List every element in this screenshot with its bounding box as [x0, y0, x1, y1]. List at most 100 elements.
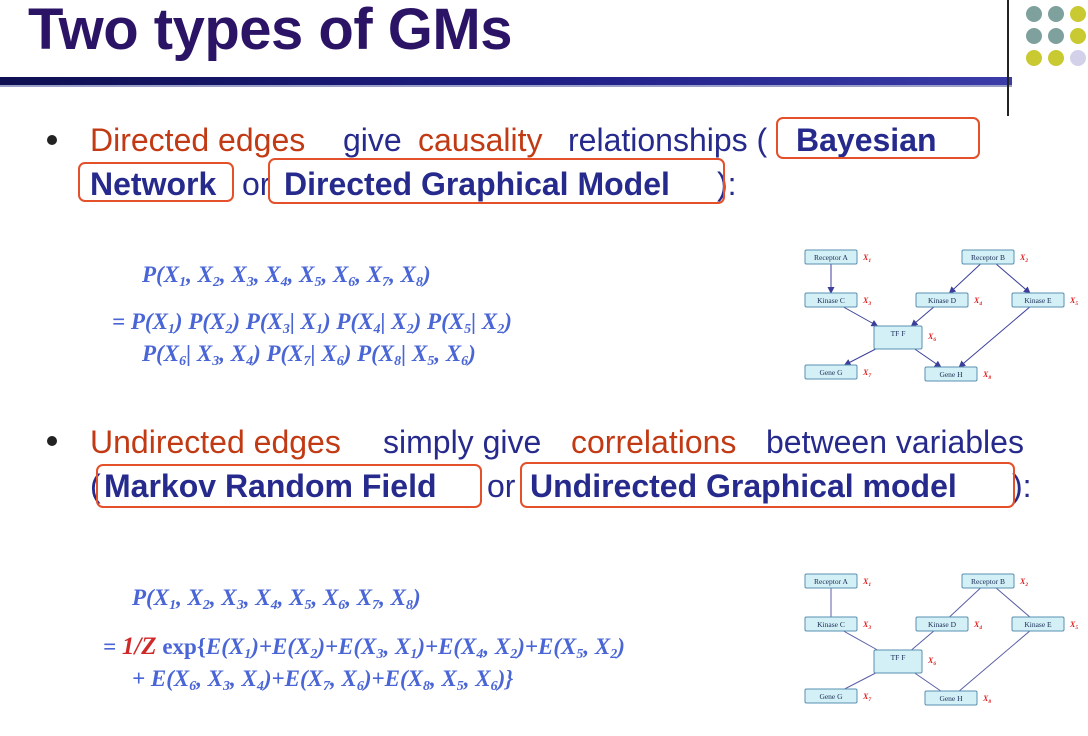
eq2-l3-sub: 8 — [422, 679, 430, 694]
bullet-1-bayesian: Bayesian — [796, 122, 937, 158]
decor-dot — [1026, 50, 1042, 66]
eq1-l3-text: ) P(X — [253, 341, 304, 366]
eq1-l1-sub: 2 — [212, 275, 220, 290]
eq1-l1-text: , X — [219, 262, 247, 287]
eq2-l3-sub: 5 — [456, 679, 464, 694]
eq1-l3-sub: 5 — [427, 354, 435, 369]
bullet-2-markov-random-field: Markov Random Field — [104, 468, 437, 504]
graph-edge — [995, 263, 1031, 294]
bullet-1-directed-graphical-model: Directed Graphical Model — [284, 166, 670, 202]
eq2-l1-text: , X — [345, 585, 373, 610]
eq1-l2-text: ) P(X — [174, 309, 226, 334]
graph-node-label: Receptor B — [971, 577, 1005, 586]
graph-node-box — [915, 616, 969, 632]
eq1-l2-text: ) P(X — [232, 309, 283, 334]
eq1-l3-sub: 8 — [394, 354, 402, 369]
bullet-1-network: Network — [90, 166, 217, 202]
eq2-l2-text: )+E(X — [317, 634, 377, 659]
eq2-l3-text: + E(X — [132, 666, 190, 691]
graph-node-variable: X3 — [862, 620, 871, 631]
title-underline-shadow — [0, 85, 1012, 87]
graph-node-label: Receptor B — [971, 253, 1005, 262]
eq1-l1-sub: 8 — [415, 275, 423, 290]
corner-vertical-rule — [1007, 0, 1009, 116]
bullet-2-open: ( — [90, 468, 101, 504]
eq2-equals: = — [103, 634, 122, 659]
eq1-l3-sub: 6 — [461, 354, 469, 369]
eq2-l2-text: )+E(X — [251, 634, 311, 659]
highlight-box-directed-graphical-model — [268, 158, 725, 204]
highlight-box-markov-random-field — [96, 464, 482, 508]
graph-node-label: TF F — [891, 329, 906, 338]
graph-edge — [910, 306, 935, 327]
graph-node-label: Receptor A — [814, 577, 849, 586]
eq1-l1-text: , X — [389, 262, 416, 287]
graph-node-variable: X5 — [1069, 296, 1078, 307]
eq1-l1-sub: 6 — [348, 275, 356, 290]
graph-node-variable: X4 — [973, 296, 982, 307]
title-underline-bar — [0, 77, 1012, 85]
decor-dot — [1048, 6, 1064, 22]
graph-node-box — [873, 649, 923, 674]
eq1-l3-text: ) — [468, 341, 476, 366]
graph-node-label: Gene H — [939, 370, 963, 379]
eq2-l1-sub: 5 — [304, 598, 312, 613]
bullet-2-or: or — [487, 468, 516, 504]
eq2-l3-text: )+E(X — [363, 666, 423, 691]
graph-edge — [949, 587, 981, 618]
eq1-l1-text: P(X — [142, 262, 180, 287]
graph-node-variable: X7 — [862, 368, 871, 379]
eq1-l2-sub: 2 — [497, 322, 505, 337]
graph-node-variable: X3 — [862, 296, 871, 307]
graph-node-label: Gene G — [819, 368, 843, 377]
eq1-line1: P(X1, X2, X3, X4, X5, X6, X7, X8) — [142, 263, 431, 290]
eq2-l2-sub: 5 — [576, 647, 584, 662]
graph-edge — [948, 263, 981, 294]
eq2-l3-sub: 7 — [323, 679, 330, 694]
eq2-l3-text: , X — [230, 666, 257, 691]
eq1-l2-sub: 2 — [406, 322, 414, 337]
eq1-l1-sub: 4 — [280, 275, 288, 290]
bullet-2-close: ): — [1012, 468, 1032, 504]
eq2-l1-text: , X — [176, 585, 203, 610]
graph-node-label: Kinase C — [817, 296, 845, 305]
eq1-l3-sub: 3 — [212, 354, 220, 369]
eq1-l2-text: = P(X — [112, 309, 168, 334]
bullet-1-give: give — [343, 122, 402, 158]
eq2-l2-text: , X — [383, 634, 411, 659]
eq2-l2-text: )+E(X — [417, 634, 477, 659]
eq1-l3-text: | X — [401, 341, 428, 366]
eq1-l3-sub: 6 — [336, 354, 344, 369]
graph-node-variable: X8 — [982, 370, 991, 381]
decor-dot — [1026, 6, 1042, 22]
graph-node-box — [873, 325, 923, 350]
eq2-exp: exp{ — [156, 634, 206, 659]
eq1-l2-sub: 1 — [316, 322, 323, 337]
graph-edge — [843, 348, 876, 366]
eq2-l1-sub: 3 — [236, 598, 244, 613]
eq2-l3-sub: 6 — [189, 679, 197, 694]
eq1-l1-sub: 3 — [246, 275, 254, 290]
bullet-1-close: ): — [717, 166, 737, 202]
eq1-l1-text: , X — [355, 262, 383, 287]
eq2-l2-text: , X — [583, 634, 611, 659]
bullet-2-undirected-edges: Undirected edges — [90, 424, 341, 460]
eq2-line1: P(X1, X2, X3, X4, X5, X6, X7, X8) — [132, 586, 421, 613]
graph-node-box — [915, 292, 969, 308]
eq2-l3-sub: 4 — [256, 679, 264, 694]
eq1-l2-text: | X — [289, 309, 316, 334]
eq2-l1-sub: 2 — [202, 598, 210, 613]
graph-node-variable: X5 — [1069, 620, 1078, 631]
graph-edge — [995, 587, 1031, 618]
eq2-line2: = 1/Z exp{E(X1)+E(X2)+E(X3, X1)+E(X4, X2… — [103, 634, 625, 662]
eq2-l2-sub: 3 — [376, 647, 384, 662]
bullet-2-correlations: correlations — [571, 424, 737, 460]
graph-edge — [914, 348, 942, 368]
eq2-l2-sub: 1 — [410, 647, 418, 662]
eq1-l1-sub: 7 — [382, 275, 390, 290]
graph-node-box — [804, 616, 858, 632]
graph-node-label: Kinase D — [928, 296, 957, 305]
eq1-l3-text: | X — [186, 341, 213, 366]
eq2-l1-text: , X — [311, 585, 339, 610]
